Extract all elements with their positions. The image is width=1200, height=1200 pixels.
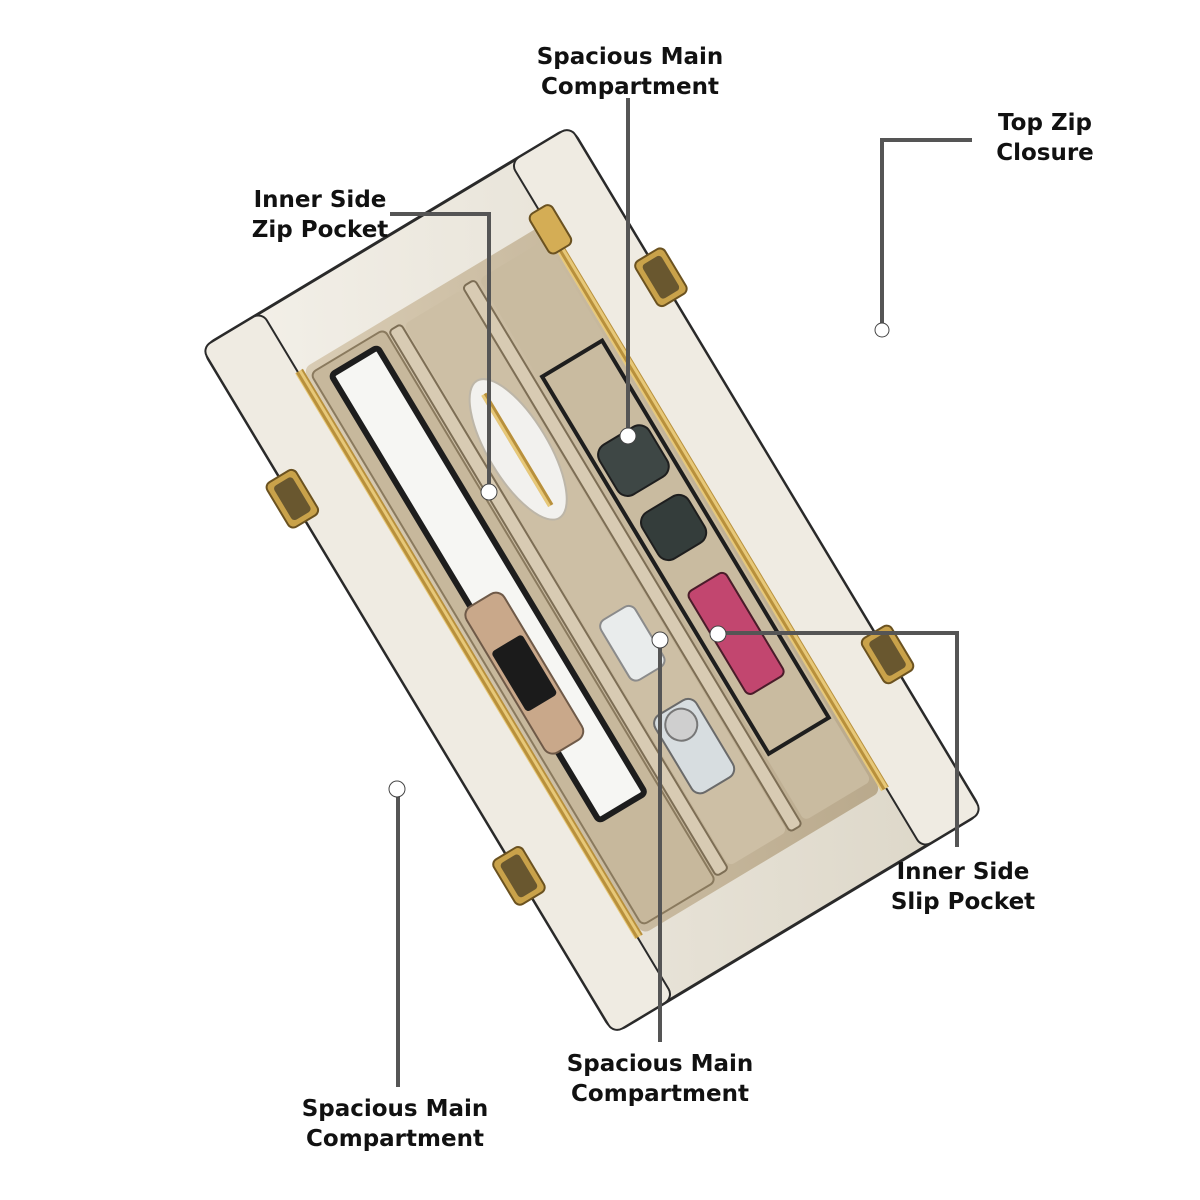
bottle-1 <box>599 604 666 682</box>
inner-zip-pocket <box>311 330 715 925</box>
callout-line: Spacious Main <box>536 44 724 70</box>
inner-slip-pocket <box>481 241 870 819</box>
black-handle-tabs <box>274 255 906 898</box>
marker-slip <box>709 625 727 643</box>
marker-main-mid <box>651 631 669 649</box>
callout-line: Compartment <box>541 74 719 100</box>
cosmetic-jar-2 <box>640 493 708 562</box>
divider-panel-1 <box>389 324 728 876</box>
callout-spacious-main-center: Spacious Main Compartment <box>545 1049 775 1109</box>
callout-line: Spacious Main <box>566 1051 754 1077</box>
main-compartment-center <box>405 291 786 865</box>
callout-spacious-main-top: Spacious Main Compartment <box>515 42 745 102</box>
callout-line: Inner Side <box>896 859 1030 885</box>
marker-dots <box>388 322 890 798</box>
cosmetic-jar <box>597 424 670 497</box>
leader-lines <box>390 98 972 1087</box>
handbag <box>204 129 980 1031</box>
leader-slip <box>716 631 959 847</box>
callout-line: Top Zip <box>998 110 1092 136</box>
callout-line: Closure <box>996 140 1094 166</box>
callout-inner-side-zip-pocket: Inner Side Zip Pocket <box>235 185 405 245</box>
callout-top-zip-closure: Top Zip Closure <box>975 108 1115 168</box>
callout-line: Spacious Main <box>301 1096 489 1122</box>
callout-line: Compartment <box>571 1081 749 1107</box>
callout-line: Zip Pocket <box>251 217 389 243</box>
callout-spacious-main-left: Spacious Main Compartment <box>280 1094 510 1154</box>
marker-inner-zip <box>480 483 498 501</box>
marker-top-zip <box>874 322 890 338</box>
divider-panel-2 <box>462 280 802 832</box>
marker-main-top <box>619 427 637 445</box>
marker-main-left <box>388 780 406 798</box>
callout-line: Inner Side <box>253 187 387 213</box>
zip-track-left <box>295 368 643 940</box>
callout-inner-side-slip-pocket: Inner Side Slip Pocket <box>868 857 1058 917</box>
callout-line: Compartment <box>306 1126 484 1152</box>
leader-top-zip <box>880 138 972 327</box>
zip-pull <box>528 204 573 255</box>
leader-inner-zip <box>390 212 491 492</box>
callout-line: Slip Pocket <box>890 889 1036 915</box>
